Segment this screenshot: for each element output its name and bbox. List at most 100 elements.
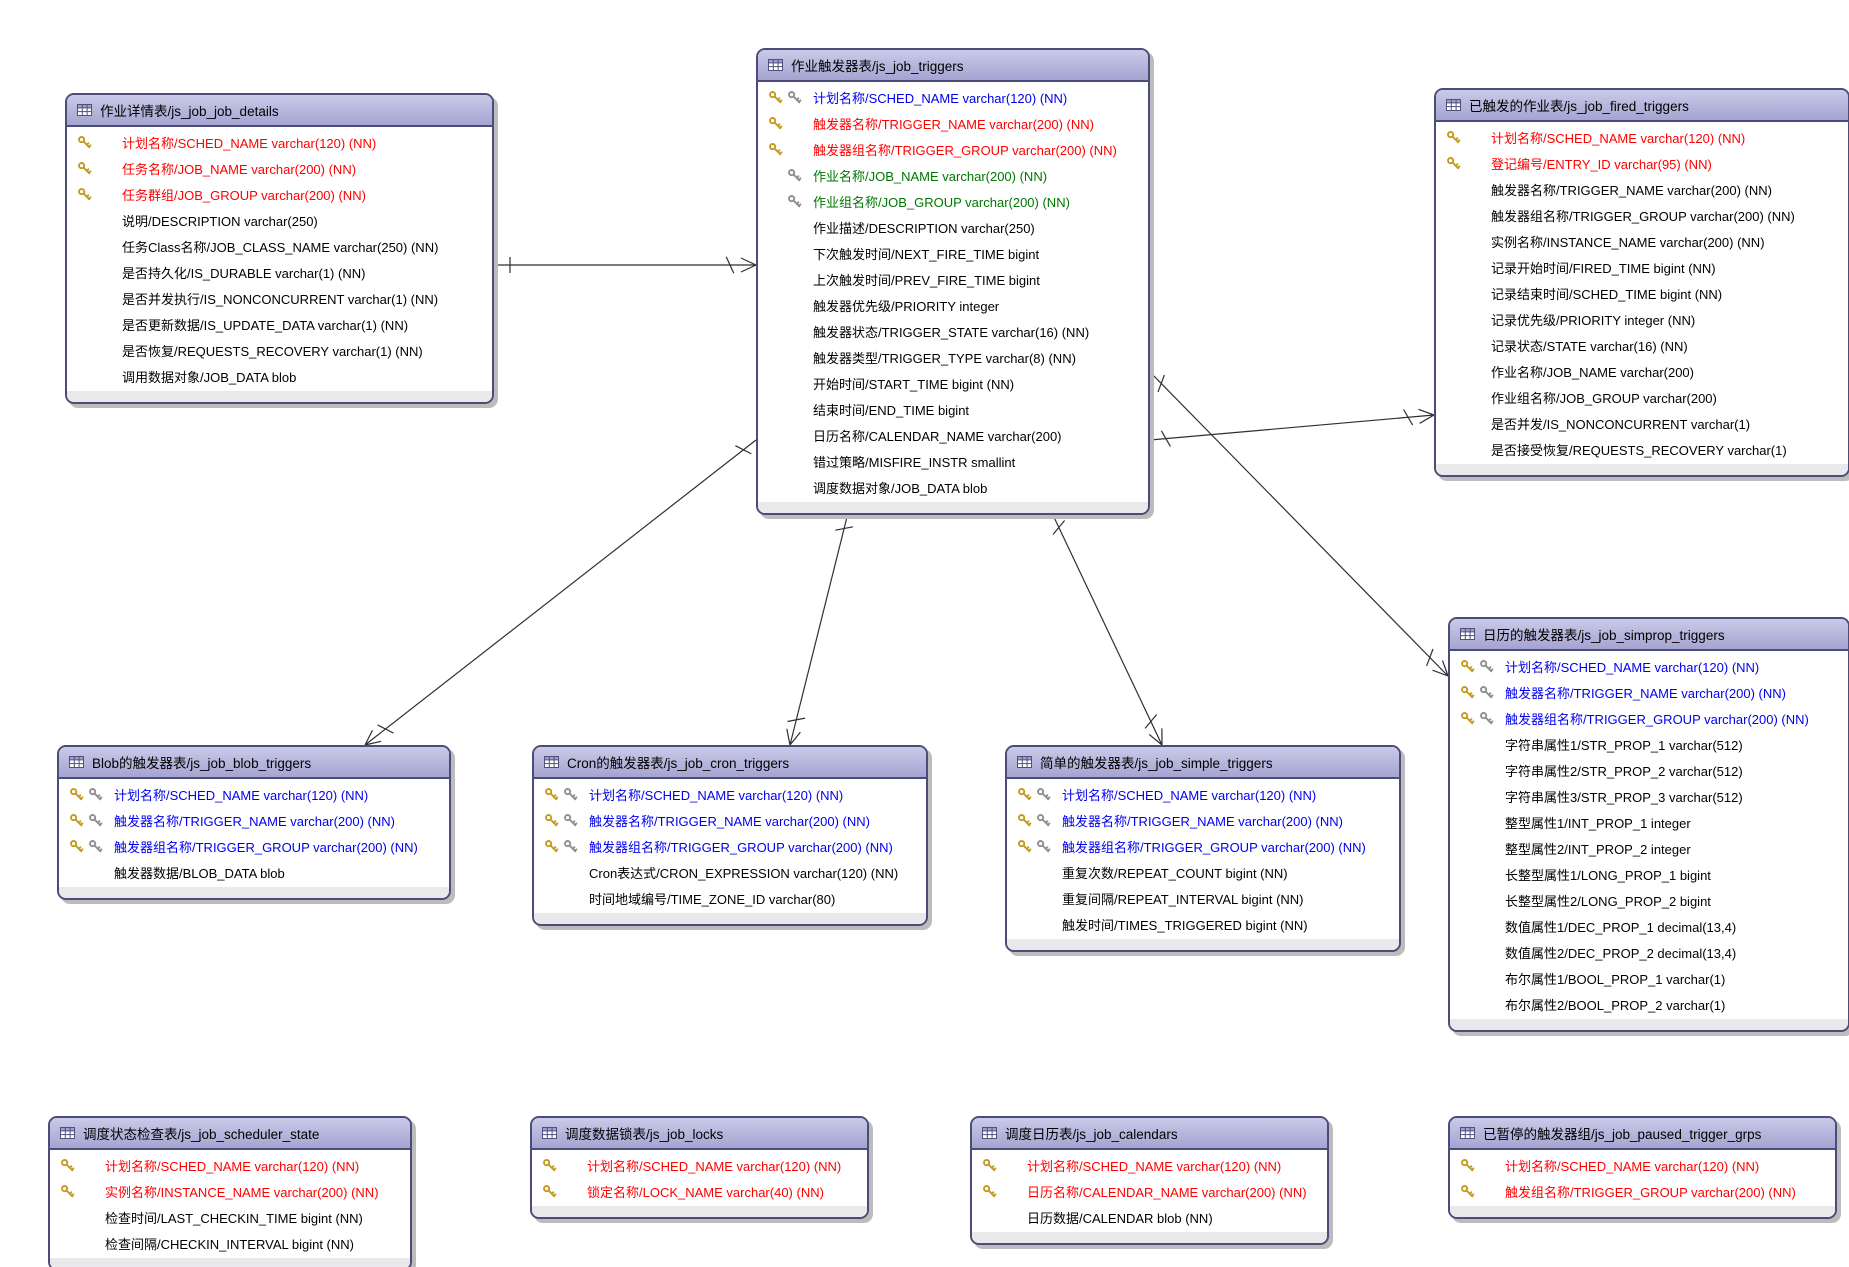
field-row[interactable]: 任务名称/JOB_NAME varchar(200) (NN) [67, 155, 492, 181]
field-row[interactable]: 触发器优先级/PRIORITY integer [758, 292, 1148, 318]
field-row[interactable]: 触发器类型/TRIGGER_TYPE varchar(8) (NN) [758, 344, 1148, 370]
relationship-js_job_triggers-js_job_cron_triggers[interactable] [786, 512, 854, 746]
field-row[interactable]: 触发器组名称/TRIGGER_GROUP varchar(200) (NN) [1436, 202, 1848, 228]
field-row[interactable]: 是否恢复/REQUESTS_RECOVERY varchar(1) (NN) [67, 337, 492, 363]
field-row[interactable]: 日历名称/CALENDAR_NAME varchar(200) (NN) [972, 1178, 1327, 1204]
field-row[interactable]: 实例名称/INSTANCE_NAME varchar(200) (NN) [50, 1178, 410, 1204]
table-header[interactable]: 调度数据锁表/js_job_locks [532, 1118, 867, 1150]
field-row[interactable]: 是否持久化/IS_DURABLE varchar(1) (NN) [67, 259, 492, 285]
field-row[interactable]: 计划名称/SCHED_NAME varchar(120) (NN) [758, 84, 1148, 110]
field-row[interactable]: 登记编号/ENTRY_ID varchar(95) (NN) [1436, 150, 1848, 176]
field-row[interactable]: 记录结束时间/SCHED_TIME bigint (NN) [1436, 280, 1848, 306]
field-row[interactable]: 结束时间/END_TIME bigint [758, 396, 1148, 422]
table-header[interactable]: 调度日历表/js_job_calendars [972, 1118, 1327, 1150]
table-header[interactable]: Blob的触发器表/js_job_blob_triggers [59, 747, 449, 779]
field-row[interactable]: 触发器名称/TRIGGER_NAME varchar(200) (NN) [758, 110, 1148, 136]
field-row[interactable]: 检查时间/LAST_CHECKIN_TIME bigint (NN) [50, 1204, 410, 1230]
field-row[interactable]: 布尔属性2/BOOL_PROP_2 varchar(1) [1450, 991, 1848, 1017]
field-row[interactable]: 计划名称/SCHED_NAME varchar(120) (NN) [1007, 781, 1399, 807]
relationship-js_job_triggers-js_job_fired_triggers[interactable] [1149, 408, 1435, 447]
field-row[interactable]: 长整型属性1/LONG_PROP_1 bigint [1450, 861, 1848, 887]
field-row[interactable]: 记录优先级/PRIORITY integer (NN) [1436, 306, 1848, 332]
field-row[interactable]: 触发时间/TIMES_TRIGGERED bigint (NN) [1007, 911, 1399, 937]
field-row[interactable]: 触发器名称/TRIGGER_NAME varchar(200) (NN) [1007, 807, 1399, 833]
field-row[interactable]: 重复间隔/REPEAT_INTERVAL bigint (NN) [1007, 885, 1399, 911]
relationship-js_job_triggers-js_job_blob_triggers[interactable] [364, 439, 757, 746]
field-row[interactable]: 日历名称/CALENDAR_NAME varchar(200) [758, 422, 1148, 448]
field-row[interactable]: 布尔属性1/BOOL_PROP_1 varchar(1) [1450, 965, 1848, 991]
table-header[interactable]: 作业触发器表/js_job_triggers [758, 50, 1148, 82]
field-row[interactable]: 实例名称/INSTANCE_NAME varchar(200) (NN) [1436, 228, 1848, 254]
field-row[interactable]: 日历数据/CALENDAR blob (NN) [972, 1204, 1327, 1230]
relationship-js_job_triggers-js_job_simple_triggers[interactable] [1051, 512, 1163, 746]
field-row[interactable]: 作业名称/JOB_NAME varchar(200) [1436, 358, 1848, 384]
field-row[interactable]: 触发器名称/TRIGGER_NAME varchar(200) (NN) [534, 807, 926, 833]
field-row[interactable]: 计划名称/SCHED_NAME varchar(120) (NN) [1450, 1152, 1835, 1178]
field-row[interactable]: 触发器组名称/TRIGGER_GROUP varchar(200) (NN) [534, 833, 926, 859]
field-row[interactable]: 字符串属性2/STR_PROP_2 varchar(512) [1450, 757, 1848, 783]
field-row[interactable]: 是否并发执行/IS_NONCONCURRENT varchar(1) (NN) [67, 285, 492, 311]
table-header[interactable]: Cron的触发器表/js_job_cron_triggers [534, 747, 926, 779]
field-row[interactable]: 计划名称/SCHED_NAME varchar(120) (NN) [972, 1152, 1327, 1178]
field-row[interactable]: 触发器组名称/TRIGGER_GROUP varchar(200) (NN) [1450, 705, 1848, 731]
table-header[interactable]: 日历的触发器表/js_job_simprop_triggers [1450, 619, 1848, 651]
field-row[interactable]: 触发组名称/TRIGGER_GROUP varchar(200) (NN) [1450, 1178, 1835, 1204]
field-row[interactable]: 调度数据对象/JOB_DATA blob [758, 474, 1148, 500]
field-row[interactable]: 触发器数据/BLOB_DATA blob [59, 859, 449, 885]
field-row[interactable]: 数值属性1/DEC_PROP_1 decimal(13,4) [1450, 913, 1848, 939]
field-row[interactable]: 是否接受恢复/REQUESTS_RECOVERY varchar(1) [1436, 436, 1848, 462]
field-row[interactable]: 字符串属性1/STR_PROP_1 varchar(512) [1450, 731, 1848, 757]
field-row[interactable]: 重复次数/REPEAT_COUNT bigint (NN) [1007, 859, 1399, 885]
field-row[interactable]: 记录开始时间/FIRED_TIME bigint (NN) [1436, 254, 1848, 280]
field-row[interactable]: 错过策略/MISFIRE_INSTR smallint [758, 448, 1148, 474]
field-row[interactable]: 作业名称/JOB_NAME varchar(200) (NN) [758, 162, 1148, 188]
field-row[interactable]: 锁定名称/LOCK_NAME varchar(40) (NN) [532, 1178, 867, 1204]
field-row[interactable]: 计划名称/SCHED_NAME varchar(120) (NN) [67, 129, 492, 155]
field-row[interactable]: 计划名称/SCHED_NAME varchar(120) (NN) [532, 1152, 867, 1178]
field-row[interactable]: 任务群组/JOB_GROUP varchar(200) (NN) [67, 181, 492, 207]
field-row[interactable]: 触发器组名称/TRIGGER_GROUP varchar(200) (NN) [1007, 833, 1399, 859]
field-row[interactable]: 整型属性1/INT_PROP_1 integer [1450, 809, 1848, 835]
field-row[interactable]: 触发器名称/TRIGGER_NAME varchar(200) (NN) [1436, 176, 1848, 202]
field-row[interactable]: 上次触发时间/PREV_FIRE_TIME bigint [758, 266, 1148, 292]
field-row[interactable]: 计划名称/SCHED_NAME varchar(120) (NN) [1450, 653, 1848, 679]
field-row[interactable]: 触发器组名称/TRIGGER_GROUP varchar(200) (NN) [59, 833, 449, 859]
field-row[interactable]: 计划名称/SCHED_NAME varchar(120) (NN) [534, 781, 926, 807]
field-row[interactable]: 触发器组名称/TRIGGER_GROUP varchar(200) (NN) [758, 136, 1148, 162]
field-row[interactable]: 触发器名称/TRIGGER_NAME varchar(200) (NN) [59, 807, 449, 833]
field-row[interactable]: 是否并发/IS_NONCONCURRENT varchar(1) [1436, 410, 1848, 436]
field-row[interactable]: 是否更新数据/IS_UPDATE_DATA varchar(1) (NN) [67, 311, 492, 337]
field-row[interactable]: 字符串属性3/STR_PROP_3 varchar(512) [1450, 783, 1848, 809]
field-row[interactable]: 计划名称/SCHED_NAME varchar(120) (NN) [1436, 124, 1848, 150]
field-row[interactable]: 长整型属性2/LONG_PROP_2 bigint [1450, 887, 1848, 913]
field-row[interactable]: 整型属性2/INT_PROP_2 integer [1450, 835, 1848, 861]
table-header[interactable]: 已暂停的触发器组/js_job_paused_trigger_grps [1450, 1118, 1835, 1150]
field-row[interactable]: 作业组名称/JOB_GROUP varchar(200) [1436, 384, 1848, 410]
table-header[interactable]: 作业详情表/js_job_job_details [67, 95, 492, 127]
relationship-js_job_triggers-js_job_simprop_triggers[interactable] [1149, 371, 1449, 677]
field-row[interactable]: 触发器名称/TRIGGER_NAME varchar(200) (NN) [1450, 679, 1848, 705]
relationship-js_job_job_details-js_job_triggers[interactable] [494, 256, 757, 274]
field-row[interactable]: 开始时间/START_TIME bigint (NN) [758, 370, 1148, 396]
field-row[interactable]: 调用数据对象/JOB_DATA blob [67, 363, 492, 389]
field-row[interactable]: Cron表达式/CRON_EXPRESSION varchar(120) (NN… [534, 859, 926, 885]
field-row[interactable]: 记录状态/STATE varchar(16) (NN) [1436, 332, 1848, 358]
field-row[interactable]: 计划名称/SCHED_NAME varchar(120) (NN) [59, 781, 449, 807]
field-row[interactable]: 说明/DESCRIPTION varchar(250) [67, 207, 492, 233]
table-header[interactable]: 调度状态检查表/js_job_scheduler_state [50, 1118, 410, 1150]
field-row[interactable]: 检查间隔/CHECKIN_INTERVAL bigint (NN) [50, 1230, 410, 1256]
field-row[interactable]: 计划名称/SCHED_NAME varchar(120) (NN) [50, 1152, 410, 1178]
field-row[interactable]: 触发器状态/TRIGGER_STATE varchar(16) (NN) [758, 318, 1148, 344]
field-row[interactable]: 时间地域编号/TIME_ZONE_ID varchar(80) [534, 885, 926, 911]
table-header[interactable]: 已触发的作业表/js_job_fired_triggers [1436, 90, 1848, 122]
